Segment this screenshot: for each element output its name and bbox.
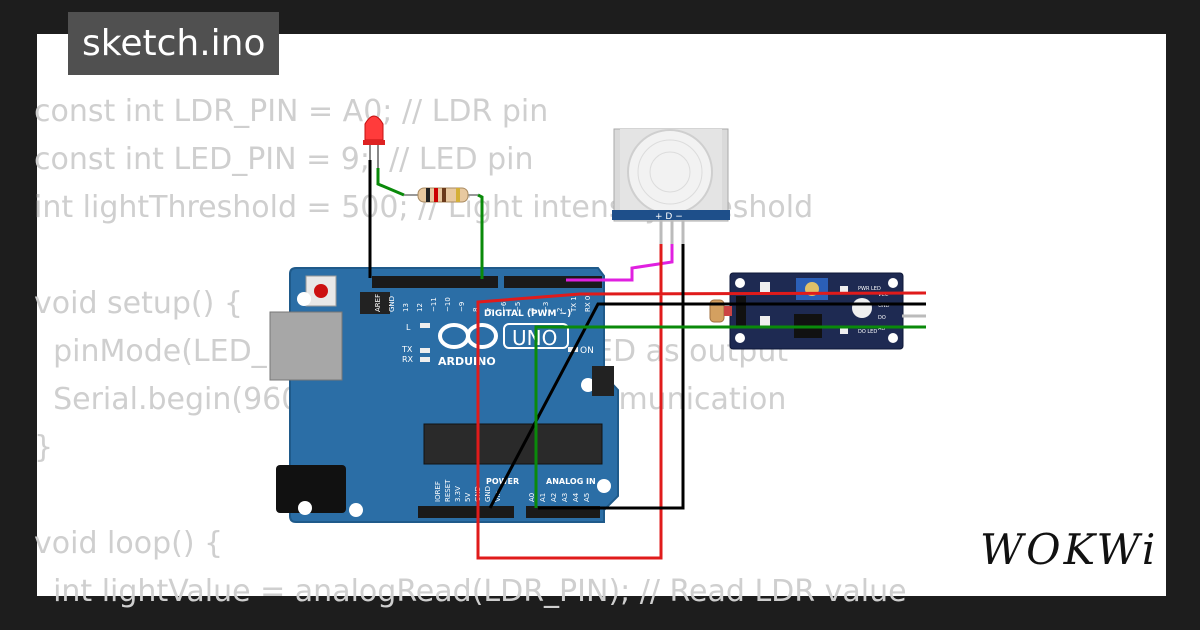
led-l-indicator: [420, 323, 430, 328]
on-label: ON: [580, 346, 594, 356]
mount-hole: [298, 501, 312, 515]
pir-motion-sensor[interactable]: + D −: [612, 128, 730, 244]
led-rx-indicator: [420, 357, 430, 362]
pin-label: AREF: [374, 294, 382, 312]
ldr-pin-do: DO: [878, 315, 886, 321]
pin-label: ~11: [430, 297, 438, 312]
pin-label: A5: [583, 493, 591, 502]
pin-label: 3.3V: [454, 486, 462, 502]
pin-label: 12: [416, 303, 424, 312]
atmega-chip: [423, 423, 603, 465]
pin-label: A3: [561, 493, 569, 502]
pin-label: ~5: [514, 302, 522, 312]
pin-label: GND: [484, 486, 492, 502]
pin-label: 2: [556, 308, 564, 312]
ldr-pin-ao: AO: [878, 326, 885, 332]
ldr-pin-gnd: GND: [878, 303, 890, 309]
pin-label: RESET: [444, 479, 452, 502]
mount-hole: [349, 503, 363, 517]
pin-label: TX 1: [570, 296, 578, 313]
pin-label: Vin: [494, 491, 502, 502]
pin-label: ~3: [542, 302, 550, 312]
reset-button[interactable]: [314, 284, 328, 298]
pin-label: ~9: [458, 302, 466, 312]
pin-label: IOREF: [434, 481, 442, 502]
digital-header[interactable]: [372, 276, 498, 288]
code-line: void loop() {: [34, 526, 224, 561]
arduino-label: ARDUINO: [438, 355, 496, 368]
pin-label: 4: [528, 307, 536, 312]
code-line: const int LDR_PIN = A0; // LDR pin: [34, 94, 549, 129]
mount-hole: [297, 292, 311, 306]
wires: [368, 160, 927, 560]
code-line: const int LED_PIN = 9; // LED pin: [34, 142, 534, 177]
pin-label: ~6: [500, 301, 508, 312]
wire-pir-signal[interactable]: [566, 244, 674, 282]
red-led[interactable]: [363, 115, 385, 168]
pin-label: A0: [528, 493, 536, 502]
led-tx-indicator: [420, 348, 430, 353]
mount-hole: [597, 479, 611, 493]
rx-label: RX: [402, 355, 414, 364]
file-tab-title[interactable]: sketch.ino: [68, 12, 280, 75]
ldr-sensor-module[interactable]: PWR LED DO LED VCC GND DO AO: [709, 272, 926, 350]
pin-label: A2: [550, 493, 558, 502]
digital-header[interactable]: [504, 276, 602, 288]
tx-label: TX: [401, 345, 413, 354]
analog-label: ANALOG IN: [546, 477, 596, 486]
card-left-edge: [34, 34, 37, 596]
pin-label: RX 0: [584, 296, 592, 312]
arduino-uno-board[interactable]: DIGITAL (PWM ~) UNO ARDUINO ON L TX RX P…: [269, 267, 619, 523]
pin-label: ~10: [444, 297, 452, 312]
do-led-label: DO LED: [858, 329, 877, 335]
ldr-pin-vcc: VCC: [878, 292, 889, 298]
l-label: L: [406, 323, 411, 332]
wire-resistor-pin9[interactable]: [477, 193, 484, 279]
usb-connector: [269, 311, 343, 381]
wire-ldr-gnd[interactable]: [488, 302, 926, 509]
power-jack: [276, 465, 346, 513]
wire-led-resistor[interactable]: [376, 168, 405, 197]
pin-label: A1: [539, 493, 547, 502]
wire-ldr-ao[interactable]: [534, 325, 926, 508]
pin-label: A4: [572, 492, 580, 502]
wire-pir-vcc[interactable]: [476, 244, 927, 560]
pin-label: 8: [472, 308, 480, 312]
wokwi-logo: WOKWi: [980, 525, 1159, 574]
wire-pir-gnd[interactable]: [538, 244, 685, 510]
mount-hole: [581, 378, 595, 392]
pin-label: 5V: [464, 493, 472, 502]
pir-pin-labels: + D −: [655, 212, 683, 222]
pin-label: 13: [402, 303, 410, 312]
pin-labels: AREF GND 13 12 ~11 ~10 ~9 8 7 ~6 ~5 4 ~3 2 TX 1 RX 0 IOR…: [374, 294, 592, 502]
pwr-led-label: PWR LED: [858, 286, 881, 292]
power-header[interactable]: [418, 506, 514, 518]
pin-label: 7: [486, 308, 494, 312]
code-line: int lightValue = analogRead(LDR_PIN); //…: [34, 574, 907, 609]
code-line: void setup() {: [34, 286, 243, 321]
resistor[interactable]: [404, 187, 478, 203]
code-line: }: [34, 430, 54, 465]
digital-label: DIGITAL (PWM ~): [484, 309, 571, 319]
pin-label: GND: [388, 296, 396, 312]
